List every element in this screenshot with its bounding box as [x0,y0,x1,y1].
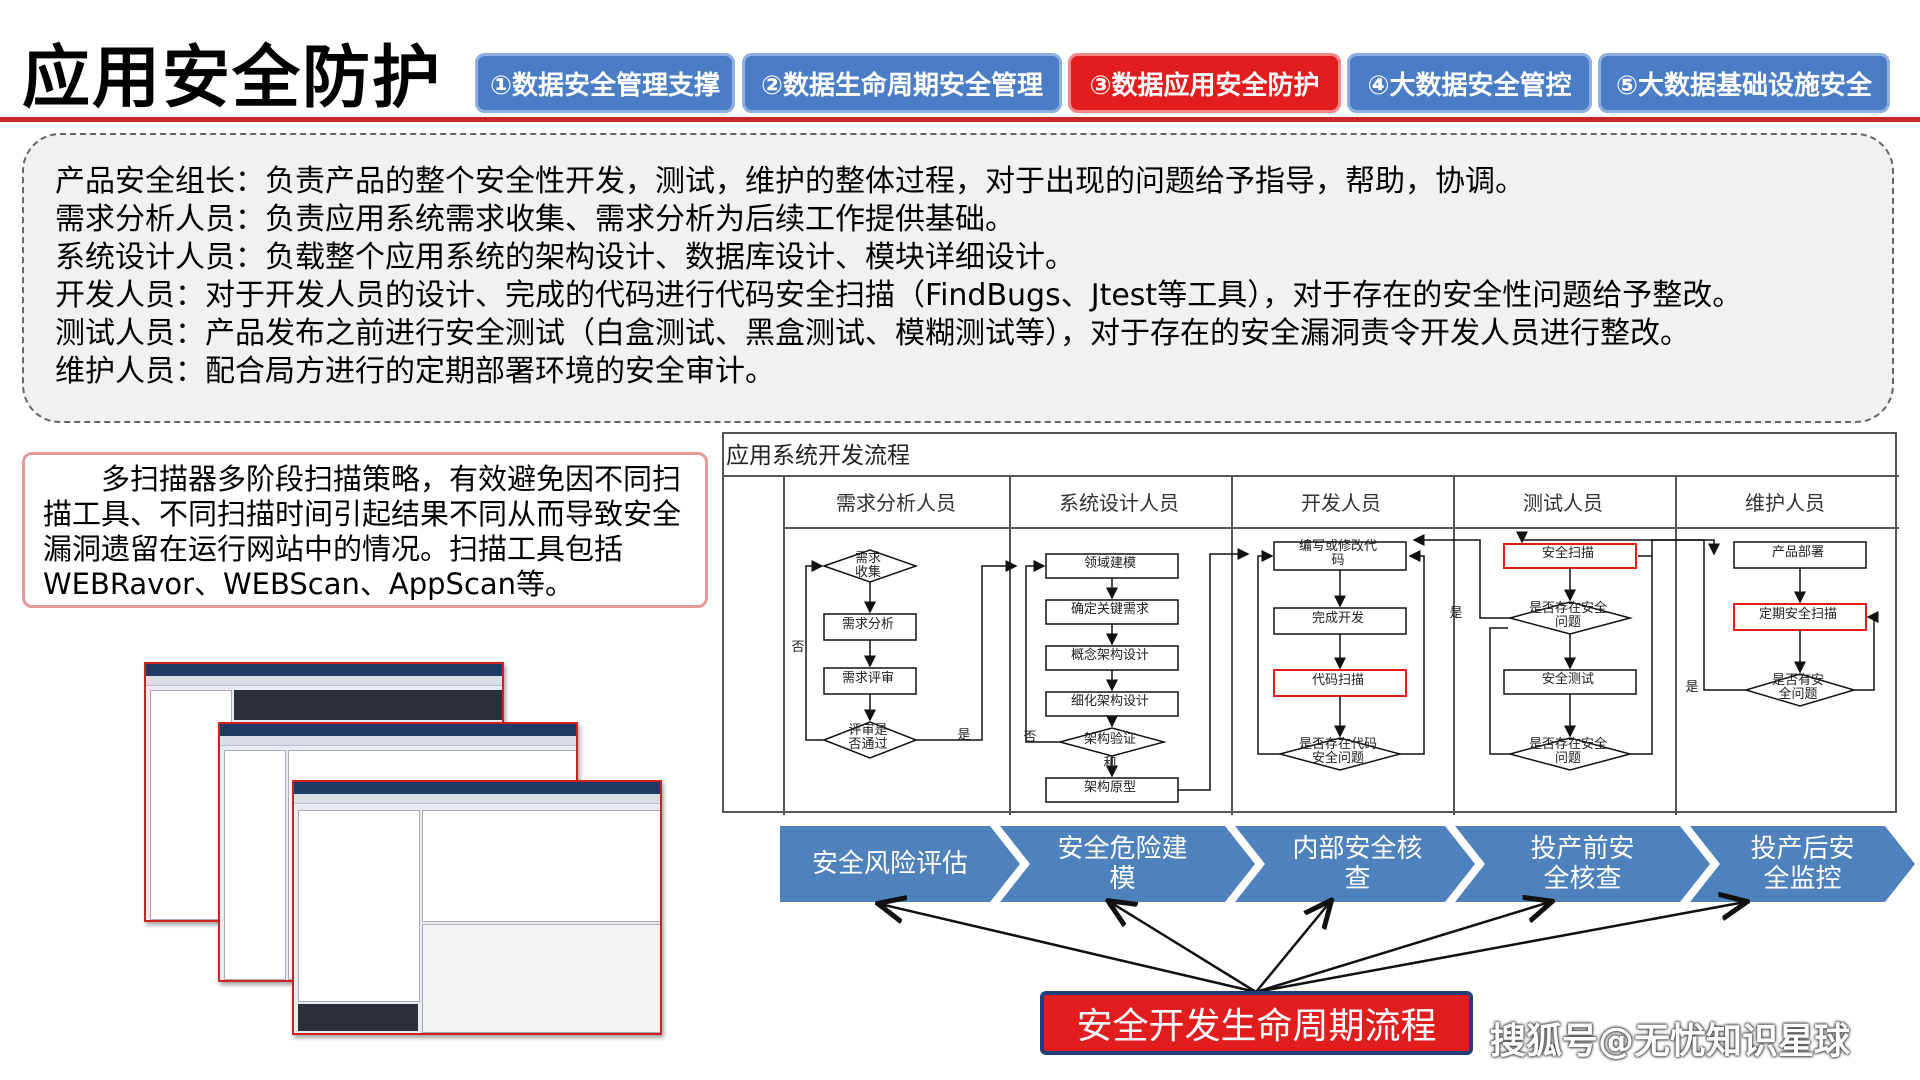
node-periodic-security-scan: 定期安全扫描 [1758,607,1837,622]
tab-data-lifecycle[interactable]: ②数据生命周期安全管理 [742,53,1062,113]
node-requirement-collection: 需求 收集 [854,551,881,580]
node-concept-architecture: 概念架构设计 [1070,648,1149,663]
node-write-code: 编写或修改代 码 [1298,539,1377,568]
node-architecture-prototype: 架构原型 [1083,780,1136,795]
tab-big-data-control[interactable]: ④大数据安全管控 [1347,53,1592,113]
lane-header-design: 系统设计人员 [1059,490,1179,515]
flowchart-title: 应用系统开发流程 [726,443,910,469]
stage-threat-modeling: 安全危险建 模 [1057,834,1188,894]
tab-infrastructure-security[interactable]: ⑤大数据基础设施安全 [1598,53,1890,113]
lane-header-testing: 测试人员 [1523,490,1603,515]
title-divider [0,117,1920,122]
role-item: 测试人员：产品发布之前进行安全测试（白盒测试、黑盒测试、模糊测试等），对于存在的… [55,316,1690,351]
node-detailed-architecture: 细化架构设计 [1070,694,1149,709]
stage-risk-assessment: 安全风险评估 [811,849,968,879]
dev-process-flowchart [722,432,1899,815]
role-item: 开发人员：对于开发人员的设计、完成的代码进行代码安全扫描（FindBugs、Jt… [55,278,1743,313]
node-security-test: 安全测试 [1541,672,1594,687]
sdl-lifecycle-box: 安全开发生命周期流程 [1040,991,1473,1055]
stage-chevrons [780,826,1915,902]
node-code-scan: 代码扫描 [1311,673,1364,688]
edge-label-yes: 是 [957,728,971,743]
tab-application-security[interactable]: ③数据应用安全防护 [1068,53,1341,113]
lane-header-requirements: 需求分析人员 [836,490,956,515]
edge-label-no: 否 [791,640,805,655]
role-item: 产品安全组长：负责产品的整个安全性开发，测试，维护的整体过程，对于出现的问题给予… [55,164,1525,199]
page-title: 应用安全防护 [22,39,443,118]
edge-label-and: 和 [1103,756,1117,771]
scanner-screenshot-appscan [292,780,662,1035]
role-item: 系统设计人员：负载整个应用系统的架构设计、数据库设计、模块详细设计。 [55,240,1075,275]
node-development-complete: 完成开发 [1311,611,1364,626]
node-security-issue-2: 是否存在安全 问题 [1528,737,1607,766]
role-item: 维护人员：配合局方进行的定期部署环境的安全审计。 [55,354,775,389]
node-domain-modeling: 领域建模 [1083,556,1136,571]
stage-pre-production-check: 投产前安 全核查 [1530,834,1635,894]
node-key-requirements: 确定关键需求 [1070,602,1149,617]
stage-post-production-monitor: 投产后安 全监控 [1750,834,1855,894]
watermark: 搜狐号@无忧知识星球 [1490,1021,1851,1062]
node-architecture-verification: 架构验证 [1083,732,1136,747]
scanner-description: 多扫描器多阶段扫描策略，有效避免因不同扫描工具、不同扫描时间引起结果不同从而导致… [43,462,682,601]
lane-header-development: 开发人员 [1301,490,1381,515]
edge-label-no-design: 否 [1023,730,1037,745]
sdl-arrows [860,880,1760,994]
node-maintenance-issue: 是否有安 全问题 [1771,673,1824,702]
role-item: 需求分析人员：负责应用系统需求收集、需求分析为后续工作提供基础。 [55,202,1015,237]
stage-internal-audit: 内部安全核 查 [1292,834,1423,894]
node-code-security-issue: 是否存在代码 安全问题 [1298,737,1377,766]
edge-label-yes-maint: 是 [1685,680,1699,695]
roles-list: 产品安全组长：负责产品的整个安全性开发，测试，维护的整体过程，对于出现的问题给予… [55,163,1895,391]
node-product-deployment: 产品部署 [1771,545,1824,560]
flowchart-lines [724,475,1899,815]
node-requirement-review: 需求评审 [841,671,894,686]
edge-label-yes-test: 是 [1449,606,1463,621]
node-security-scan: 安全扫描 [1541,546,1594,561]
roles-panel [22,133,1894,423]
scanner-panel [22,452,708,608]
node-requirement-analysis: 需求分析 [841,617,894,632]
node-review-passed: 评审是 否通过 [848,723,888,752]
tab-data-security-management[interactable]: ①数据安全管理支撑 [475,53,735,113]
lane-header-maintenance: 维护人员 [1745,490,1825,515]
node-security-issue-1: 是否存在安全 问题 [1528,601,1607,630]
